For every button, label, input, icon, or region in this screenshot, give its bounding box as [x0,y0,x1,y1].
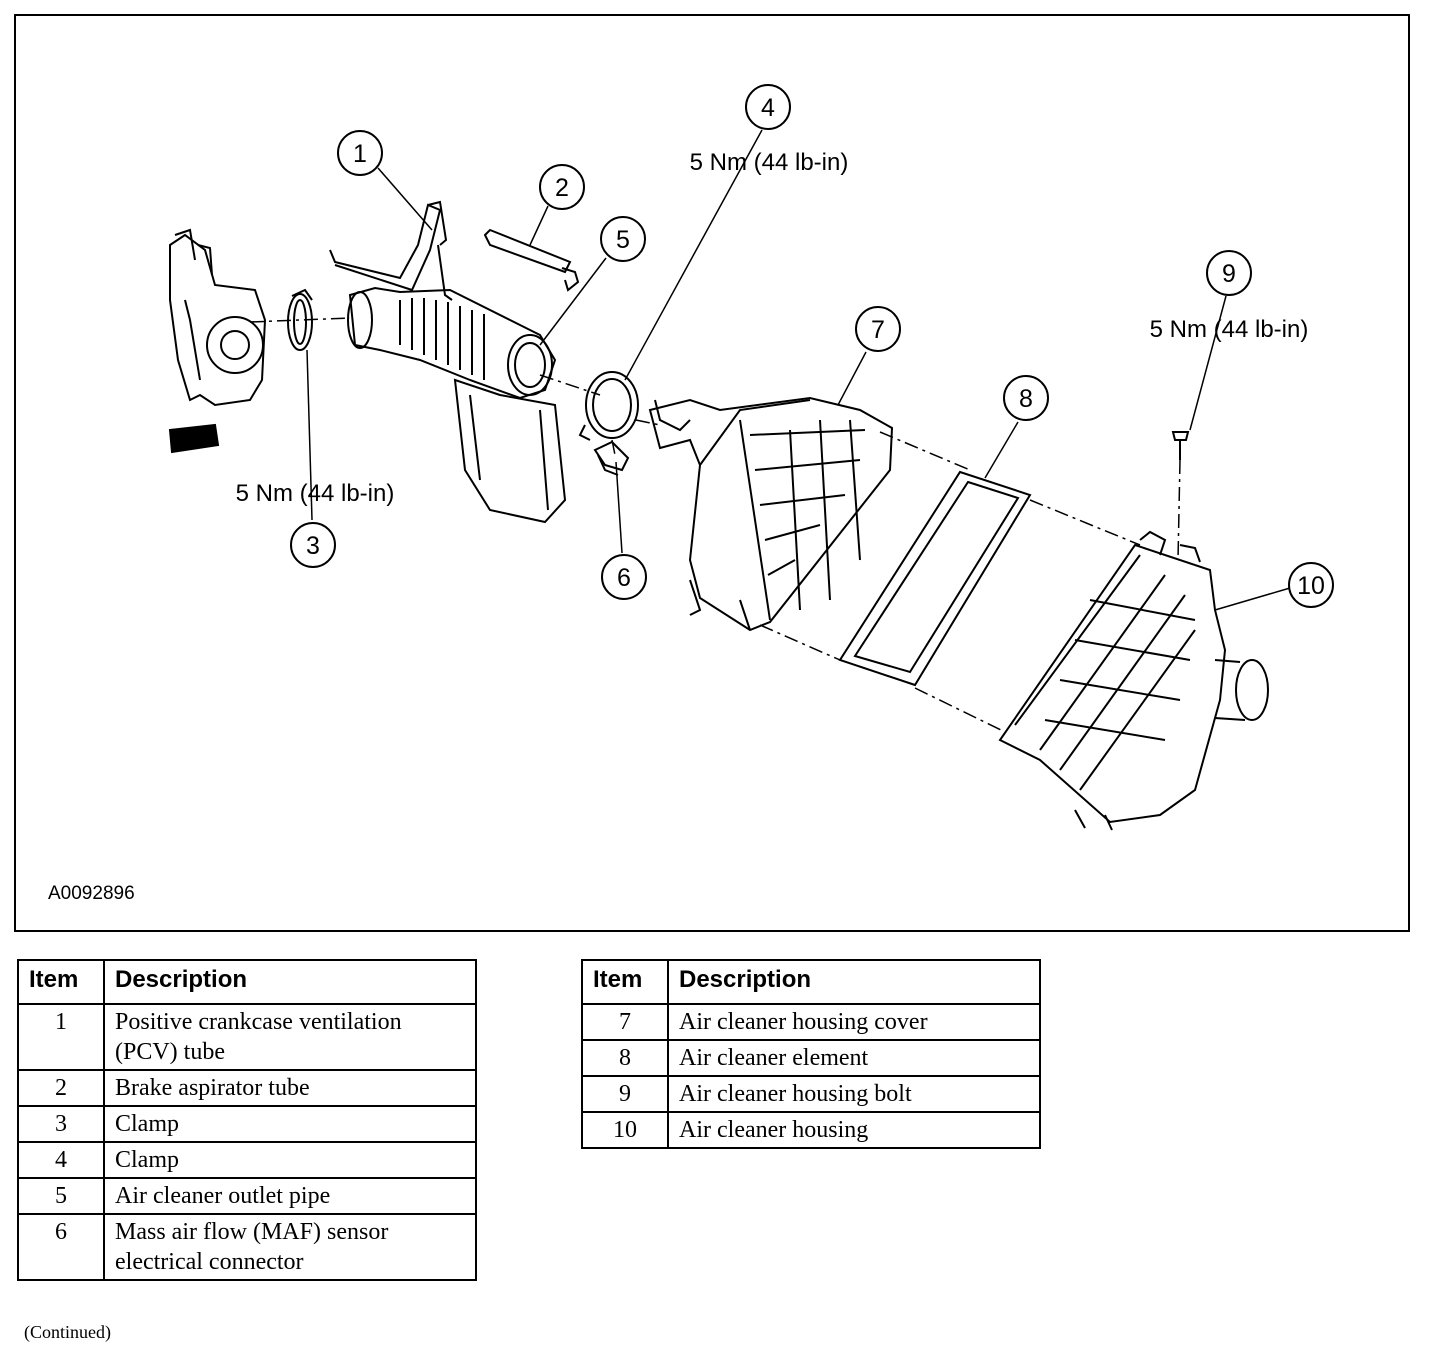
item-number: 1 [17,1003,105,1071]
pcv-tube [329,200,453,301]
item-column-header: Item [17,959,105,1005]
item-description: Positive crankcase ventilation (PCV) tub… [103,1003,477,1071]
item-number: 10 [581,1111,669,1149]
item-description: Clamp [103,1141,477,1179]
item-description: Clamp [103,1105,477,1143]
callout-4: 4 5 Nm (44 lb-in) [690,84,849,176]
diagram-frame [14,14,1410,932]
item-description: Air cleaner housing [667,1111,1041,1149]
exploded-view-diagram: 1 2 5 Nm (44 lb-in) 3 4 5 Nm (44 lb-in) … [48,84,1334,904]
callout-9-torque: 5 Nm (44 lb-in) [1150,316,1309,343]
legend-table-left: Item Description 1 Positive crankcase ve… [17,959,477,1281]
callout-2-label: 2 [555,174,569,202]
callout-6-label: 6 [617,564,631,592]
callout-2: 2 [539,164,585,210]
air-cleaner-housing-cover [648,396,894,632]
legend-table-right: Item Description 7 Air cleaner housing c… [581,959,1041,1149]
item-number: 5 [17,1177,105,1215]
table-row: 6 Mass air flow (MAF) sensor electrical … [17,1213,477,1281]
callout-3: 5 Nm (44 lb-in) 3 [236,480,395,568]
item-number: 7 [581,1003,669,1041]
figure-id: A0092896 [48,883,135,904]
item-column-header: Item [581,959,669,1005]
table-row: 5 Air cleaner outlet pipe [17,1177,477,1215]
air-cleaner-housing [998,530,1269,831]
item-description: Brake aspirator tube [103,1069,477,1107]
item-number: 2 [17,1069,105,1107]
item-number: 9 [581,1075,669,1113]
callout-5-label: 5 [616,226,630,254]
callout-7: 7 [855,306,901,352]
table-row: 2 Brake aspirator tube [17,1069,477,1107]
callout-8: 8 [1003,375,1049,421]
air-cleaner-element [838,470,1032,687]
item-description: Air cleaner outlet pipe [103,1177,477,1215]
description-column-header: Description [103,959,477,1005]
table-row: 7 Air cleaner housing cover [581,1003,1041,1041]
air-cleaner-outlet-pipe [347,286,567,524]
item-description: Air cleaner housing bolt [667,1075,1041,1113]
callout-4-torque: 5 Nm (44 lb-in) [690,149,849,176]
callout-1-label: 1 [353,140,367,168]
clamp-4 [578,371,639,441]
table-row: 8 Air cleaner element [581,1039,1041,1077]
table-row: 3 Clamp [17,1105,477,1143]
callout-10-label: 10 [1297,572,1325,600]
table-row: 10 Air cleaner housing [581,1111,1041,1149]
callout-3-label: 3 [306,532,320,560]
callout-5: 5 [600,216,646,262]
callout-1: 1 [337,130,383,176]
item-number: 6 [17,1213,105,1281]
callout-3-torque: 5 Nm (44 lb-in) [236,480,395,507]
maf-connector [593,440,630,476]
clamp-3 [287,288,313,351]
callout-9: 9 5 Nm (44 lb-in) [1150,250,1309,343]
table-row: 4 Clamp [17,1141,477,1179]
table-row: 1 Positive crankcase ventilation (PCV) t… [17,1003,477,1071]
legend-header-row: Item Description [17,959,477,1005]
description-column-header: Description [667,959,1041,1005]
callout-6: 6 [601,554,647,600]
continued-note: (Continued) [24,1322,111,1342]
air-cleaner-housing-bolt [1171,431,1190,460]
callout-7-label: 7 [871,316,885,344]
callout-8-label: 8 [1019,385,1033,413]
table-row: 9 Air cleaner housing bolt [581,1075,1041,1113]
item-description: Air cleaner element [667,1039,1041,1077]
item-description: Air cleaner housing cover [667,1003,1041,1041]
callout-9-label: 9 [1222,260,1236,288]
item-number: 8 [581,1039,669,1077]
throttle-body [168,228,267,454]
legend-header-row: Item Description [581,959,1041,1005]
callout-4-label: 4 [761,94,775,122]
item-description: Mass air flow (MAF) sensor electrical co… [103,1213,477,1281]
callout-10: 10 [1288,562,1334,608]
item-number: 4 [17,1141,105,1179]
brake-aspirator-tube [483,228,580,292]
item-number: 3 [17,1105,105,1143]
